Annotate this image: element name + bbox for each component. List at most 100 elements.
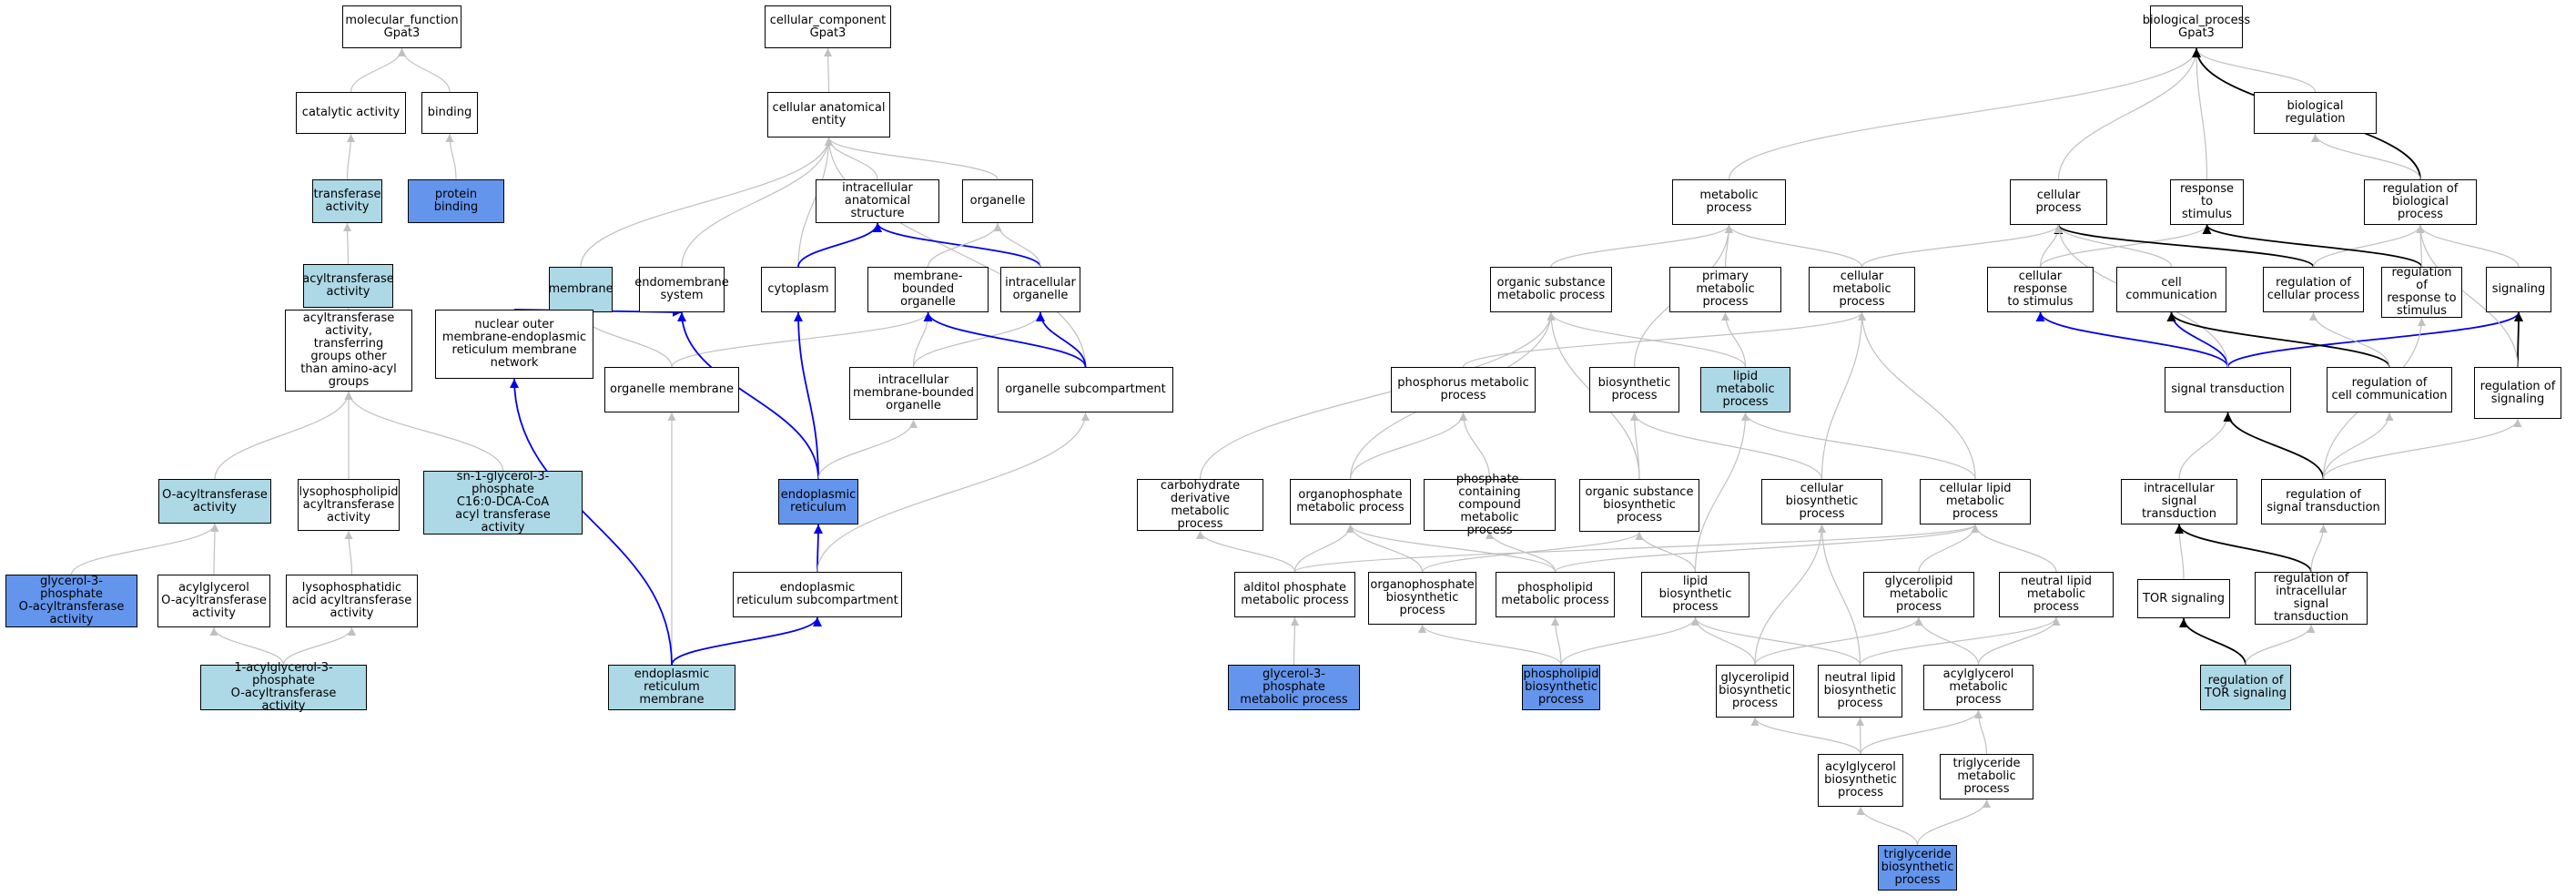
edge-pcc-to-phosphorus [1459,412,1491,480]
go-term-protein-binding[interactable]: protein binding [408,179,504,223]
go-term-glmp[interactable]: glycerolipid metabolic process [1863,572,1974,617]
go-term-clmp[interactable]: cellular lipid metabolic process [1920,479,2031,524]
edge-tgbp-to-agbp [1856,806,1919,846]
edge-g3pmp-to-alditol [1290,616,1299,666]
edge-reg-tor-to-reg-ist [2245,624,2316,666]
edge-plbp-to-plmp [1551,616,1562,666]
go-term-nlmp[interactable]: neutral lipid metabolic process [1999,572,2114,617]
go-term-reg-resp[interactable]: regulation of response to stimulus [2381,267,2462,318]
go-term-bp-root[interactable]: biological_process Gpat3 [2143,5,2250,48]
go-term-bio-reg[interactable]: biological regulation [2254,92,2377,134]
go-term-o-acyl[interactable]: O-acyltransferase activity [158,479,271,524]
edge-nlbp-to-cbp [1818,524,1861,666]
go-term-endomembrane[interactable]: endomembrane system [634,267,729,312]
go-term-osb[interactable]: organic substance biosynthetic process [1579,479,1699,532]
go-term-g3p-oacyl[interactable]: glycerol-3-phosphate O-acyltransferase a… [5,575,137,627]
go-term-reg-cell-comm[interactable]: regulation of cell communication [2327,367,2452,412]
go-term-acyl-other[interactable]: acyltransferase activity, transferring g… [285,310,412,392]
go-term-organelle[interactable]: organelle [962,179,1033,223]
go-term-opbp[interactable]: organophosphate biosynthetic process [1368,572,1476,625]
edge-osb-to-biosynthetic [1630,412,1640,480]
go-term-plbp[interactable]: phospholipid biosynthetic process [1522,665,1600,710]
go-term-lysopa[interactable]: lysophosphatidic acid acyltransferase ac… [286,575,418,627]
go-term-tgbp[interactable]: triglyceride biosynthetic process [1878,845,1957,891]
go-term-imbo[interactable]: intracellular membrane-bounded organelle [849,367,978,420]
go-term-phosphorus[interactable]: phosphorus metabolic process [1391,367,1536,412]
go-term-ersub[interactable]: endoplasmic reticulum subcompartment [733,572,902,617]
go-term-cell-resp[interactable]: cellular response to stimulus [1987,267,2094,312]
go-term-acyltransferase[interactable]: acyltransferase activity [302,264,394,308]
go-term-agbp[interactable]: acylglycerol biosynthetic process [1818,754,1903,807]
go-term-carb[interactable]: carbohydrate derivative metabolic proces… [1137,479,1263,531]
edge-orgsub-to-mbo [923,311,1087,368]
go-term-cell-comm[interactable]: cell communication [2116,267,2226,312]
go-term-nlbp[interactable]: neutral lipid biosynthetic process [1818,665,1902,718]
go-term-reg-ist[interactable]: regulation of intracellular signal trans… [2255,572,2368,625]
edge-carb-to-osm [1199,311,1556,480]
go-term-reg-st[interactable]: regulation of signal transduction [2261,479,2386,524]
go-term-mf-root[interactable]: molecular_function Gpat3 [342,5,461,48]
go-term-acylglycerol-oacyl[interactable]: acylglycerol O-acyltransferase activity [157,575,270,627]
edge-agbp-to-agmp [1860,709,1983,755]
go-term-pmp[interactable]: primary metabolic process [1669,267,1781,312]
go-term-tor[interactable]: TOR signaling [2137,579,2230,618]
go-term-signaling[interactable]: signaling [2486,267,2551,312]
go-term-cbp[interactable]: cellular biosynthetic process [1761,479,1882,524]
go-term-agmp[interactable]: acylglycerol metabolic process [1923,665,2033,710]
edge-io-to-organelle [993,222,1041,268]
go-term-binding[interactable]: binding [421,92,478,134]
go-term-er[interactable]: endoplasmic reticulum [778,479,858,524]
go-term-sn1[interactable]: sn-1-glycerol-3-phosphate C16:0-DCA-CoA … [423,471,583,535]
go-term-cytoplasm[interactable]: cytoplasm [761,267,836,312]
edge-binding-to-mf-root [398,47,451,93]
go-term-io[interactable]: intracellular organelle [1000,267,1080,312]
go-term-ias[interactable]: intracellular anatomical structure [816,179,939,223]
edge-reg-ist-to-reg-st [2310,524,2328,573]
edge-cellular-process-to-bp-root [2057,47,2201,180]
edge-agpat-to-acylglycerol-oacyl [209,626,285,666]
go-term-orgmem[interactable]: organelle membrane [604,367,739,412]
go-term-plmp[interactable]: phospholipid metabolic process [1496,572,1615,617]
go-term-lysopl[interactable]: lysophospholipid acyltransferase activit… [298,479,400,531]
go-term-membrane[interactable]: membrane [548,267,614,312]
edge-er-to-cytoplasm [794,311,819,480]
edge-cmp-to-metabolic [1725,224,1863,268]
go-term-lbp[interactable]: lipid biosynthetic process [1641,572,1749,617]
go-term-reg-cell[interactable]: regulation of cellular process [2263,267,2364,312]
go-term-orgsub[interactable]: organelle subcompartment [998,367,1173,412]
go-term-cae[interactable]: cellular anatomical entity [767,92,890,137]
go-term-response-stim[interactable]: response to stimulus [2170,179,2244,225]
go-term-transferase[interactable]: transferase activity [312,179,382,223]
go-term-cellular-process[interactable]: cellular process [2010,179,2107,225]
go-term-g3pmp[interactable]: glycerol-3-phosphate metabolic process [1228,665,1360,710]
go-term-sig-trans[interactable]: signal transduction [2165,367,2291,412]
go-term-osm[interactable]: organic substance metabolic process [1490,267,1612,312]
go-term-cc-root[interactable]: cellular_component Gpat3 [765,5,891,48]
go-term-lipid-met[interactable]: lipid metabolic process [1700,367,1790,412]
go-term-nomerm[interactable]: nuclear outer membrane-endoplasmic retic… [435,310,593,379]
go-term-orgphos[interactable]: organophosphate metabolic process [1290,479,1411,524]
edge-metabolic-to-bp-root [1728,47,2201,180]
edge-plbp-to-lbp [1560,616,1699,666]
go-term-biosynthetic[interactable]: biosynthetic process [1589,367,1679,412]
go-term-agpat[interactable]: 1-acylglycerol-3-phosphate O-acyltransfe… [200,662,367,713]
go-term-mbo[interactable]: membrane-bounded organelle [867,267,989,312]
edge-ersub-to-orgsub [816,412,1090,573]
go-term-reg-signaling[interactable]: regulation of signaling [2474,367,2561,419]
go-term-ermem[interactable]: endoplasmic reticulum membrane [608,665,735,710]
go-term-alditol[interactable]: alditol phosphate metabolic process [1234,572,1355,617]
go-term-ist[interactable]: intracellular signal transduction [2121,479,2237,524]
go-term-tgmp[interactable]: triglyceride metabolic process [1940,754,2033,799]
go-term-reg-bio[interactable]: regulation of biological process [2364,179,2477,225]
go-term-cmp[interactable]: cellular metabolic process [1809,267,1915,312]
edge-nlmp-to-clmp [1971,524,2057,573]
go-term-reg-tor[interactable]: regulation of TOR signaling [2200,665,2291,710]
edge-cell-comm-to-cellular-process [2054,224,2173,268]
edge-endomembrane-to-cae [681,137,833,268]
edge-orgsub-to-io [1036,311,1087,368]
go-term-pcc[interactable]: phosphate-containing compound metabolic … [1424,473,1556,536]
go-term-metabolic[interactable]: metabolic process [1672,179,1786,225]
go-term-glbp[interactable]: glycerolipid biosynthetic process [1716,665,1794,718]
go-term-catalytic[interactable]: catalytic activity [296,92,406,134]
